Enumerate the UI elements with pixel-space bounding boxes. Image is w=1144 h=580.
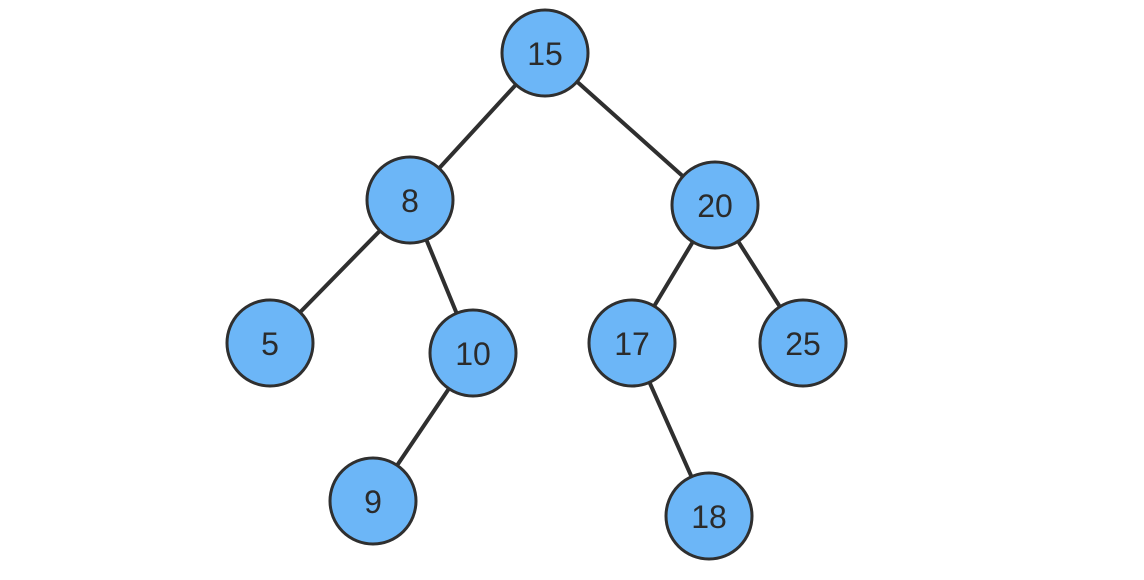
tree-node-circle[interactable] [500,8,590,98]
tree-node-label: 9 [364,484,382,520]
tree-node-circle[interactable] [428,308,518,398]
tree-node-circle[interactable] [670,160,760,250]
tree-node-label: 8 [401,183,419,219]
edge-layer [268,51,805,518]
tree-node-label: 20 [697,188,733,224]
tree-node[interactable]: 10 [428,308,518,398]
tree-node-label: 18 [691,499,727,535]
tree-node[interactable]: 8 [365,155,455,245]
tree-node-circle[interactable] [587,298,677,388]
node-layer: 15 8 20 5 10 17 25 9 18 [225,8,848,561]
tree-node[interactable]: 5 [225,298,315,388]
tree-node-label: 17 [614,326,650,362]
tree-node-label: 25 [785,326,821,362]
tree-node-circle[interactable] [225,298,315,388]
tree-node-label: 5 [261,326,279,362]
tree-node[interactable]: 20 [670,160,760,250]
tree-node-circle[interactable] [758,298,848,388]
tree-node-circle[interactable] [328,456,418,546]
tree-node-circle[interactable] [365,155,455,245]
tree-node[interactable]: 9 [328,456,418,546]
tree-node-circle[interactable] [664,471,754,561]
tree-node-label: 15 [527,36,563,72]
tree-node-label: 10 [455,336,491,372]
tree-node[interactable]: 18 [664,471,754,561]
tree-node[interactable]: 17 [587,298,677,388]
tree-node[interactable]: 25 [758,298,848,388]
tree-node[interactable]: 15 [500,8,590,98]
